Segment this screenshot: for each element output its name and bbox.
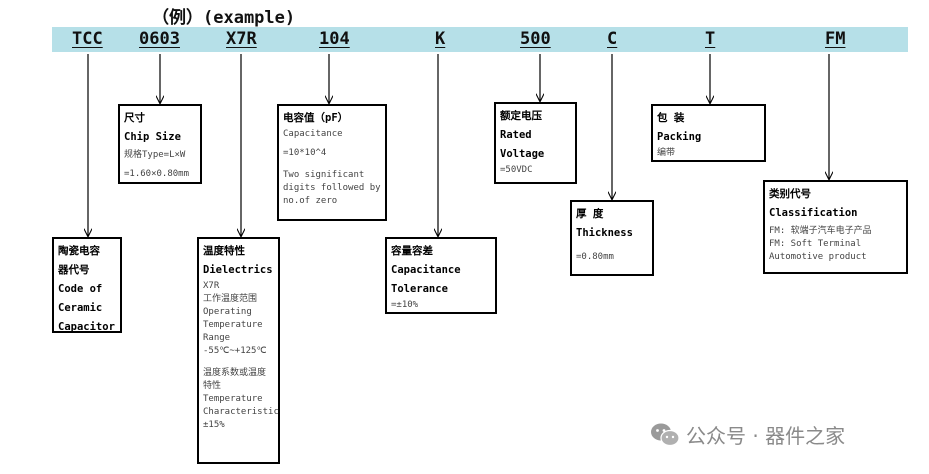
tempcoef-value: ±15% xyxy=(203,420,225,430)
dielectric-code: X7R xyxy=(203,281,220,291)
code-thickness: C xyxy=(607,29,618,49)
watermark-text: 公众号 · 器件之家 xyxy=(686,424,846,448)
ceramic-en-2: Ceramic xyxy=(58,302,103,314)
operating-en-1: Operating xyxy=(203,307,252,317)
ceramic-zh-2: 器代号 xyxy=(58,264,90,276)
tempcoef-en-1: Temperature xyxy=(203,394,263,404)
cls-note-en-2: Automotive product xyxy=(769,252,867,262)
box-ceramic-code: 陶瓷电容 器代号 Code of Ceramic Capacitor xyxy=(52,237,122,333)
size-value: =1.60×0.80mm xyxy=(124,169,190,179)
cap-value: =10*10^4 xyxy=(283,148,327,158)
size-zh: 尺寸 xyxy=(124,112,145,124)
box-capacitance: 电容值（pF） Capacitance =10*10^4 Two signifi… xyxy=(277,104,387,221)
voltage-en-2: Voltage xyxy=(500,148,545,160)
thick-value: =0.80mm xyxy=(576,252,614,262)
cap-note-2: digits followed by xyxy=(283,183,381,193)
code-voltage: 500 xyxy=(520,29,551,49)
code-dielectric: X7R xyxy=(226,29,257,49)
ceramic-en-3: Capacitor xyxy=(58,321,115,333)
box-thickness: 厚 度 Thickness =0.80mm xyxy=(570,200,654,276)
cls-en: Classification xyxy=(769,207,858,219)
cap-note-1: Two significant xyxy=(283,170,365,180)
thick-zh: 厚 度 xyxy=(576,208,604,220)
cap-zh: 电容值（pF） xyxy=(283,112,349,124)
code-classification: FM xyxy=(825,29,846,49)
box-dielectrics: 温度特性 Dielectrics X7R 工作温度范围 Operating Te… xyxy=(197,237,280,464)
ceramic-en-1: Code of xyxy=(58,283,103,295)
code-tolerance: K xyxy=(435,29,446,49)
cap-note-3: no.of zero xyxy=(283,196,338,206)
code-tcc: TCC xyxy=(72,29,103,49)
ceramic-zh-1: 陶瓷电容 xyxy=(58,245,100,257)
operating-range: -55℃~+125℃ xyxy=(203,346,267,356)
box-rated-voltage: 额定电压 Rated Voltage =50VDC xyxy=(494,102,577,184)
box-tolerance: 容量容差 Capacitance Tolerance =±10% xyxy=(385,237,497,314)
dielectric-zh: 温度特性 xyxy=(203,245,245,257)
operating-en-2: Temperature xyxy=(203,320,263,330)
size-type: 规格Type=L×W xyxy=(124,150,186,160)
pack-zh: 包 装 xyxy=(657,112,685,124)
thick-en: Thickness xyxy=(576,227,633,239)
pack-en: Packing xyxy=(657,131,702,143)
watermark: 公众号 · 器件之家 xyxy=(650,420,845,449)
wechat-icon xyxy=(651,423,680,446)
tempcoef-zh-2: 特性 xyxy=(203,381,222,391)
operating-zh: 工作温度范围 xyxy=(203,294,258,304)
box-chip-size: 尺寸 Chip Size 规格Type=L×W =1.60×0.80mm xyxy=(118,104,202,184)
tol-en-2: Tolerance xyxy=(391,283,448,295)
tempcoef-zh-1: 温度系数或温度 xyxy=(203,368,267,378)
size-en: Chip Size xyxy=(124,131,181,143)
cls-zh: 类别代号 xyxy=(769,188,811,200)
code-capacitance: 104 xyxy=(319,29,350,49)
box-classification: 类别代号 Classification FM: 软端子汽车电子产品 FM: So… xyxy=(763,180,908,274)
operating-en-3: Range xyxy=(203,333,231,343)
voltage-en-1: Rated xyxy=(500,129,532,141)
tempcoef-en-2: Characteristic xyxy=(203,407,279,417)
code-band xyxy=(52,27,908,52)
cap-en: Capacitance xyxy=(283,129,343,139)
box-packing: 包 装 Packing 编带 xyxy=(651,104,766,162)
dielectric-en: Dielectrics xyxy=(203,264,273,276)
example-title: （例）(example) xyxy=(152,8,296,28)
tol-zh: 容量容差 xyxy=(391,245,433,257)
tol-en-1: Capacitance xyxy=(391,264,461,276)
cls-note-zh: FM: 软端子汽车电子产品 xyxy=(769,226,872,236)
voltage-value: =50VDC xyxy=(500,165,533,175)
code-packing: T xyxy=(705,29,716,49)
code-size: 0603 xyxy=(139,29,180,49)
cls-note-en-1: FM: Soft Terminal xyxy=(769,239,862,249)
pack-value: 编带 xyxy=(657,148,676,158)
voltage-zh: 额定电压 xyxy=(500,110,542,122)
tol-value: =±10% xyxy=(391,300,419,310)
